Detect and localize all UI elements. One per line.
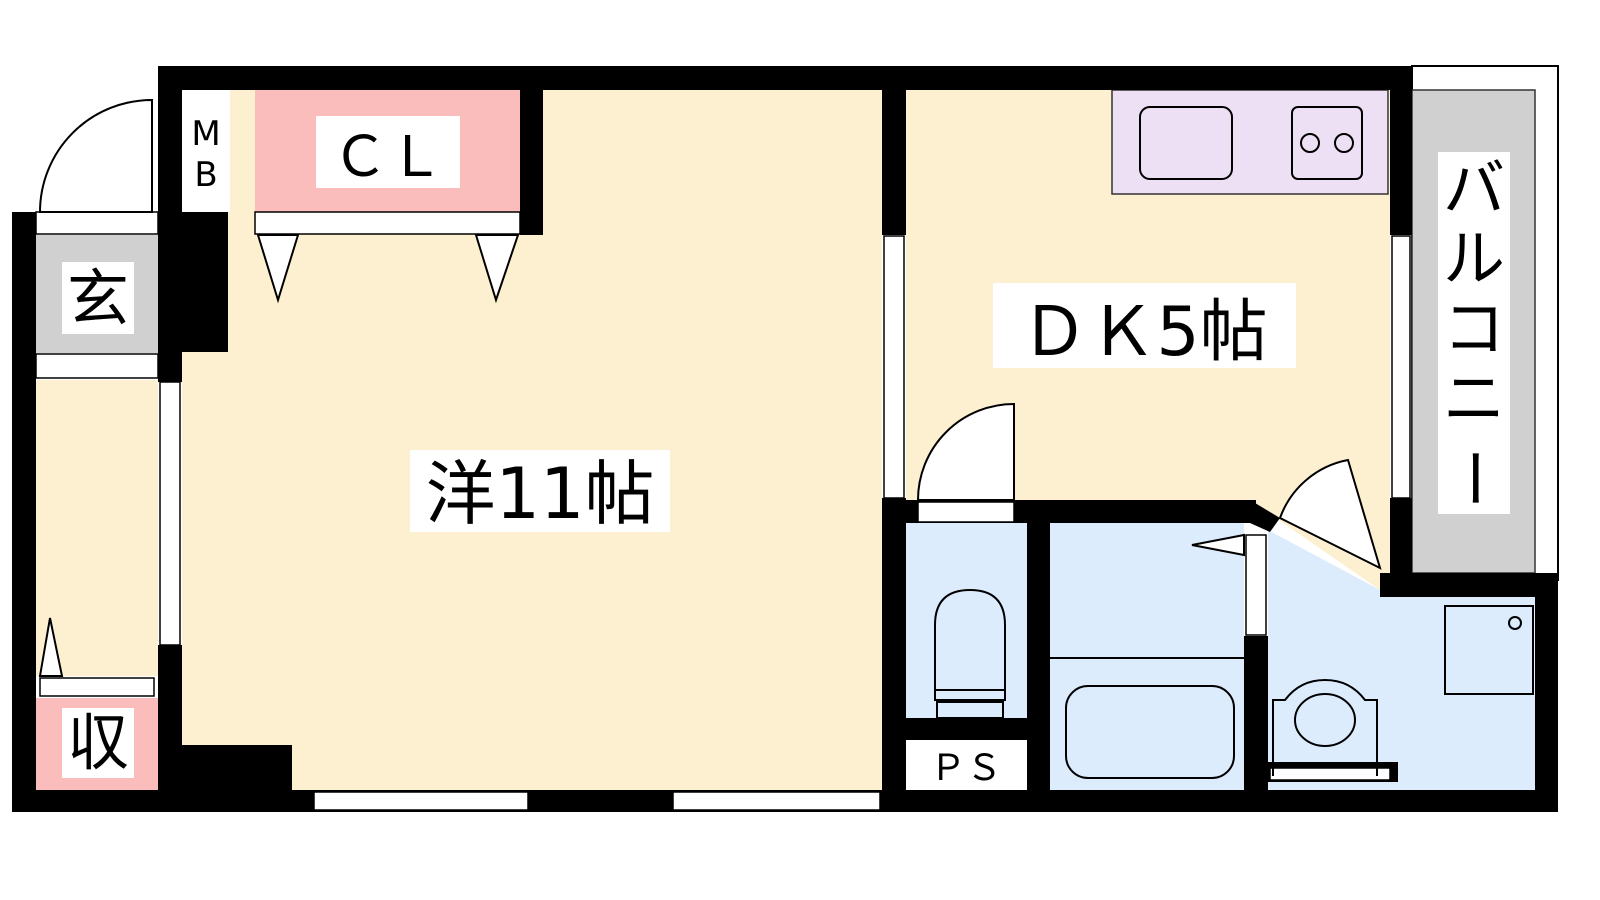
western-room-label: 洋11帖 <box>425 453 654 535</box>
mb-label-top: M <box>191 114 220 154</box>
door-swings <box>38 98 1382 677</box>
windows <box>35 211 1411 811</box>
washbasin-icon <box>1272 678 1378 776</box>
svg-text:バ: バ <box>1443 152 1505 225</box>
toilet-floor <box>906 523 1027 718</box>
sink <box>1139 106 1233 180</box>
toilet-icon <box>934 588 1006 719</box>
svg-text:ニ: ニ <box>1443 362 1505 435</box>
bathtub-icon <box>1065 685 1235 779</box>
svg-text:ー: ー <box>1437 447 1510 509</box>
mb-box <box>182 90 230 212</box>
ps-box <box>906 740 1027 790</box>
mb-label-bottom: B <box>194 155 217 195</box>
svg-text:コ: コ <box>1443 292 1505 365</box>
corridor-floor <box>36 380 158 676</box>
dk-label: ＤＫ5帖 <box>1020 293 1267 372</box>
stove-icon <box>1291 106 1363 180</box>
balcony-label-bg <box>1438 152 1510 514</box>
fixtures <box>934 588 1534 779</box>
ps-label: ＰＳ <box>930 748 1002 789</box>
storage-label: 収 <box>67 706 129 779</box>
svg-text:ル: ル <box>1443 222 1505 295</box>
balcony-label: バ ル コ ニ ー <box>1437 152 1510 509</box>
washing-machine-space <box>1444 605 1534 695</box>
closet-label: ＣＬ <box>332 125 444 190</box>
bath-floor <box>1050 523 1244 790</box>
entrance-label: 玄 <box>67 262 129 335</box>
